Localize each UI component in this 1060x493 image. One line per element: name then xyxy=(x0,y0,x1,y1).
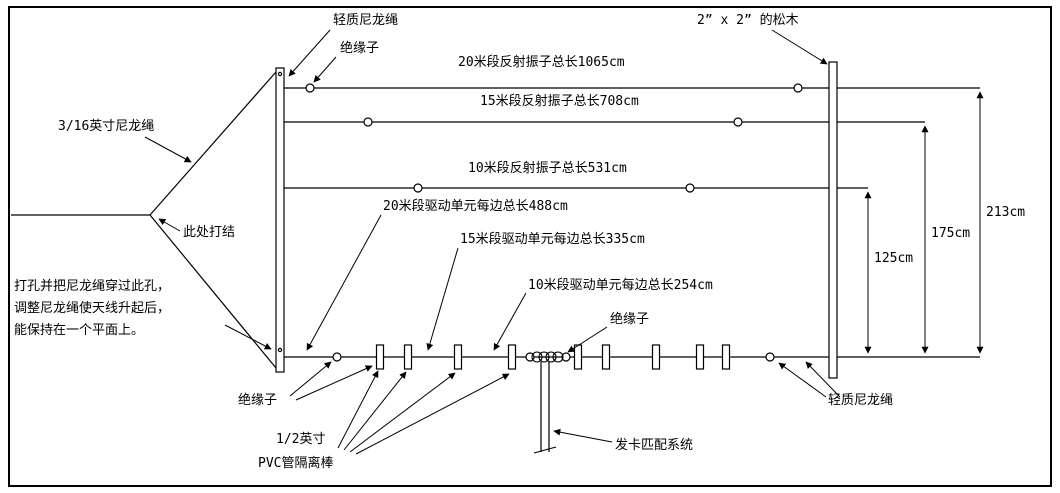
pvc-spacer xyxy=(695,344,705,370)
leader-pvc-4 xyxy=(355,373,510,455)
right-pine-mast xyxy=(828,61,838,379)
leader-pine-wood xyxy=(771,29,828,65)
label-reflector-10m: 10米段反射振子总长531cm xyxy=(468,160,627,176)
leader-note xyxy=(224,324,272,350)
leader-pvc-3 xyxy=(349,372,456,453)
rope-upper xyxy=(149,71,277,216)
label-reflector-15m: 15米段反射振子总长708cm xyxy=(480,93,639,109)
pvc-spacer xyxy=(573,344,583,370)
insulator-circle xyxy=(305,83,315,93)
insulator-circle xyxy=(363,117,373,127)
masts xyxy=(275,61,838,379)
pvc-spacers xyxy=(375,344,731,370)
label-note-line2: 调整尼龙绳使天线升起后， xyxy=(14,300,170,316)
antenna-wires xyxy=(284,87,980,358)
label-driven-20m: 20米段驱动单元每边总长488cm xyxy=(383,198,568,214)
hairpin-match xyxy=(531,351,564,454)
insulator-circle xyxy=(561,352,571,362)
insulator-circle xyxy=(413,183,423,193)
label-knot-here: 此处打结 xyxy=(183,225,235,240)
feedline-break xyxy=(533,446,557,454)
insulators xyxy=(305,83,803,362)
pvc-spacer xyxy=(651,344,661,370)
dimension-lines: 125cm 175cm 213cm xyxy=(864,91,1025,354)
text-labels: 轻质尼龙绳 绝缘子 2” x 2” 的松木 3/16英寸尼龙绳 此处打结 打孔并… xyxy=(14,12,893,471)
label-driven-15m: 15米段驱动单元每边总长335cm xyxy=(460,231,645,247)
leader-hairpin xyxy=(553,428,613,443)
insulator-circle xyxy=(332,352,342,362)
leader-insulator-mid xyxy=(567,326,608,353)
coil-turn xyxy=(552,351,564,363)
insulator-circle xyxy=(793,83,803,93)
insulator-circle xyxy=(765,352,775,362)
label-insulator-top: 绝缘子 xyxy=(340,40,379,56)
pvc-spacer xyxy=(375,344,385,370)
leader-rope-316 xyxy=(144,136,192,163)
leader-arrows xyxy=(144,29,841,455)
left-spreader-bar xyxy=(275,67,285,373)
label-nylon-rope-top: 轻质尼龙绳 xyxy=(333,13,398,28)
pvc-spacer xyxy=(453,344,463,370)
label-pvc-line1: 1/2英寸 xyxy=(276,432,325,447)
leader-nylon-top xyxy=(288,29,331,77)
coil-turn xyxy=(531,351,543,363)
leader-insulator-bottom-1 xyxy=(289,361,332,397)
diagram-border xyxy=(8,6,1052,487)
rope-lower xyxy=(149,214,277,369)
insulator-circle xyxy=(685,183,695,193)
leader-pvc-1 xyxy=(337,370,379,449)
label-insulator-mid: 绝缘子 xyxy=(610,311,649,327)
pvc-spacer xyxy=(507,344,517,370)
leader-knot xyxy=(158,218,181,232)
insulator-circle xyxy=(733,117,743,127)
leader-insulator-top xyxy=(313,56,337,83)
dim-label-213: 213cm xyxy=(986,205,1025,220)
label-note-line3: 能保持在一个平面上。 xyxy=(14,323,144,338)
label-pine-wood: 2” x 2” 的松木 xyxy=(697,12,799,28)
mast-hole xyxy=(277,347,283,353)
label-hairpin: 发卡匹配系统 xyxy=(615,437,693,453)
mast-hole xyxy=(277,71,283,77)
label-insulator-bottom: 绝缘子 xyxy=(238,392,277,408)
label-pvc-line2: PVC管隔离棒 xyxy=(258,455,333,471)
dim-label-175: 175cm xyxy=(931,226,970,241)
coil-turn xyxy=(538,351,550,363)
label-note-line1: 打孔并把尼龙绳穿过此孔， xyxy=(14,278,170,294)
pvc-spacer xyxy=(601,344,611,370)
support-ropes xyxy=(11,71,277,369)
leader-driven-15m xyxy=(426,247,459,351)
label-rope-316: 3/16英寸尼龙绳 xyxy=(58,119,154,134)
dim-label-125: 125cm xyxy=(874,251,913,266)
leader-pvc-2 xyxy=(343,371,407,451)
leader-nylon-right-2 xyxy=(805,361,841,398)
pvc-spacer xyxy=(403,344,413,370)
label-driven-10m: 10米段驱动单元每边总长254cm xyxy=(528,277,713,293)
pvc-spacer xyxy=(721,344,731,370)
leader-driven-20m xyxy=(306,214,382,351)
leader-driven-10m xyxy=(493,292,527,351)
coil-turn xyxy=(545,351,557,363)
label-nylon-rope-right: 轻质尼龙绳 xyxy=(828,393,893,408)
label-reflector-20m: 20米段反射振子总长1065cm xyxy=(458,54,625,70)
leader-nylon-right-1 xyxy=(778,362,827,398)
leader-insulator-bottom-2 xyxy=(295,365,373,401)
